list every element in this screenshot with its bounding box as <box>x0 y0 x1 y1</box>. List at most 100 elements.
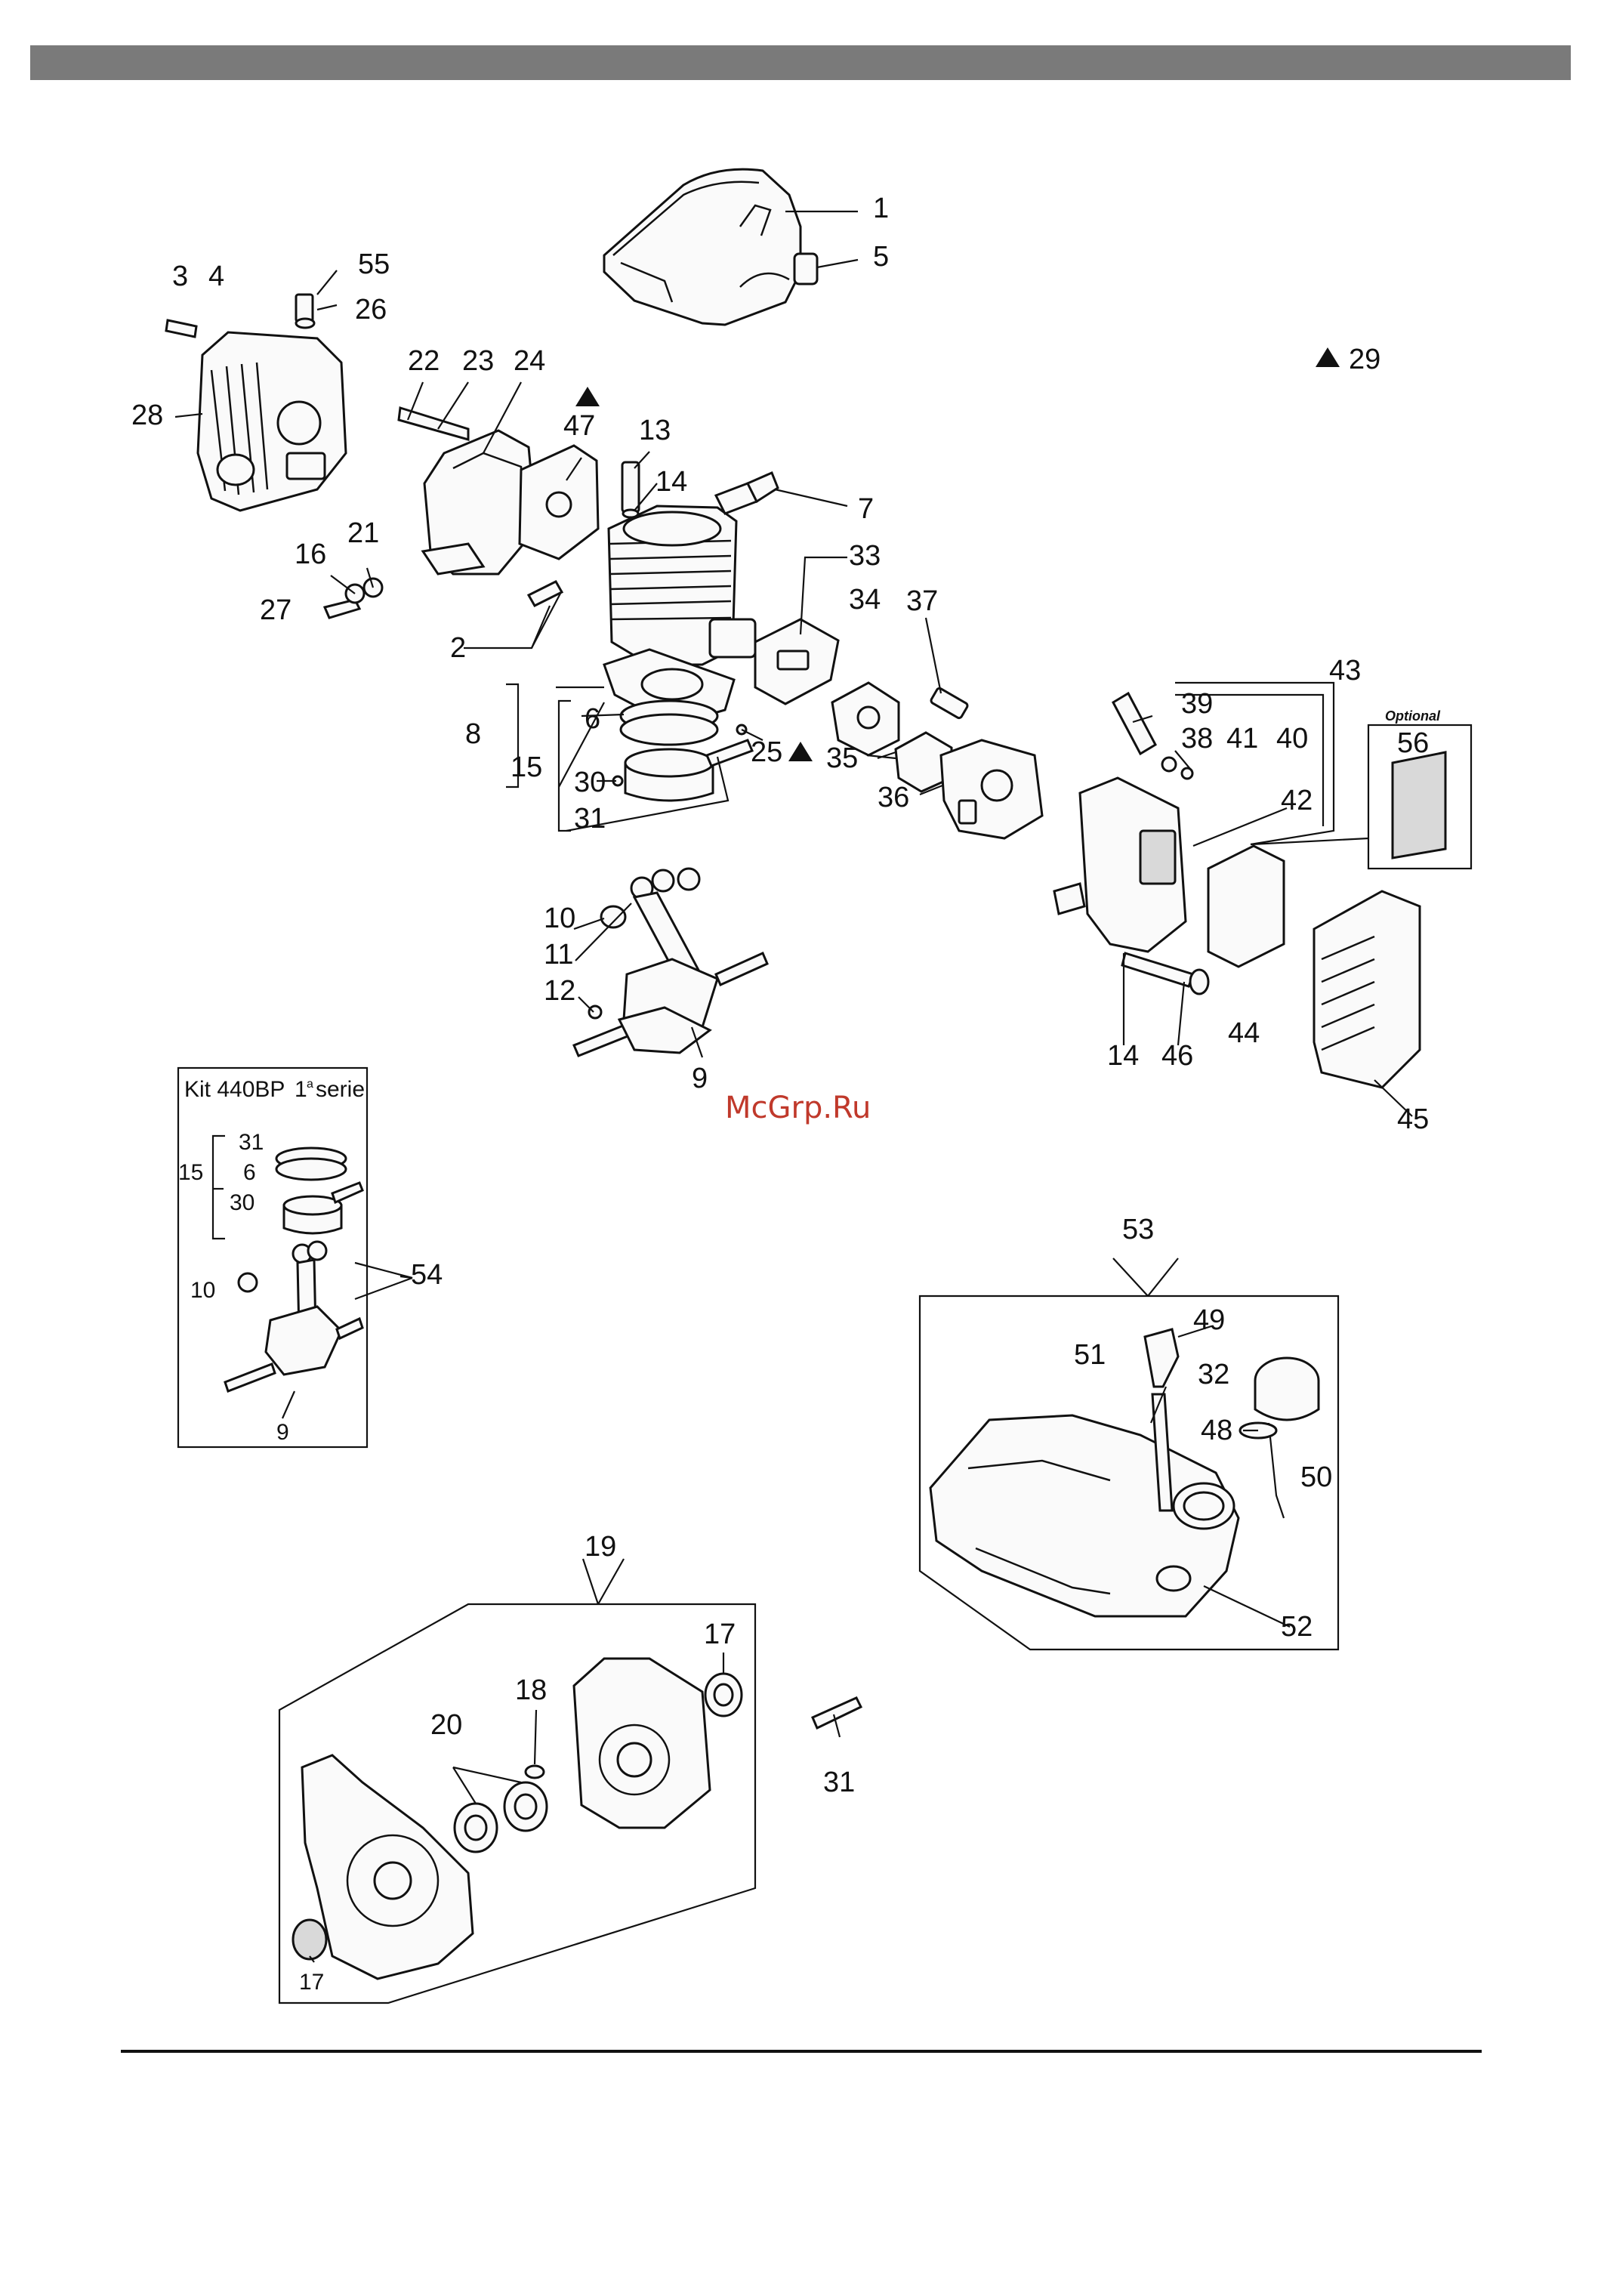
silencer-bolts <box>166 295 314 337</box>
carburetor <box>941 740 1042 838</box>
callout-2: 2 <box>450 632 466 664</box>
watermark: McGrp.Ru <box>725 1091 871 1125</box>
callout-36: 36 <box>878 782 909 813</box>
silencer-housing <box>198 332 346 511</box>
callout-56: 56 <box>1397 727 1429 759</box>
triangle-29 <box>1316 347 1340 367</box>
callout-42: 42 <box>1281 785 1313 816</box>
callout-6: 6 <box>585 703 600 735</box>
callout-26: 26 <box>355 294 387 326</box>
callout-25: 25 <box>751 736 782 768</box>
kit-callout-9: 9 <box>276 1420 289 1445</box>
air-filter-element <box>1208 846 1284 967</box>
callout-13: 13 <box>639 415 671 446</box>
callout-17a: 17 <box>704 1619 736 1650</box>
kit-series-sup: a <box>307 1078 313 1091</box>
callout-22: 22 <box>408 345 440 377</box>
callout-31b: 31 <box>823 1767 855 1798</box>
engine-cover <box>604 169 817 325</box>
kit-series-num: 1 <box>295 1077 307 1102</box>
fuel-filter <box>1145 1329 1178 1387</box>
callout-19: 19 <box>585 1531 616 1563</box>
callout-12: 12 <box>544 975 575 1007</box>
callout-17b: 17 <box>299 1970 324 1995</box>
dowel-18 <box>526 1766 544 1778</box>
bolt-2 <box>529 582 562 606</box>
muffler-bracket <box>399 408 536 574</box>
callout-16: 16 <box>295 539 326 570</box>
kit-title: Kit 440BP <box>184 1077 285 1102</box>
choke-lever <box>1113 693 1155 754</box>
callout-14b: 14 <box>1107 1040 1139 1072</box>
callout-21: 21 <box>347 517 379 549</box>
callout-18: 18 <box>515 1674 547 1706</box>
callout-3: 3 <box>172 261 188 292</box>
callout-45: 45 <box>1397 1103 1429 1135</box>
callout-23: 23 <box>462 345 494 377</box>
callout-37: 37 <box>906 585 938 617</box>
callout-5: 5 <box>873 241 889 273</box>
stud-13 <box>622 462 639 512</box>
callout-46: 46 <box>1161 1040 1193 1072</box>
callout-4: 4 <box>208 261 224 292</box>
callout-31: 31 <box>574 803 606 835</box>
triangle-47 <box>575 387 600 406</box>
callout-8: 8 <box>465 718 481 750</box>
crankcase-left <box>293 1755 473 1979</box>
kit-crankshaft <box>225 1242 362 1391</box>
callout-28: 28 <box>131 400 163 431</box>
callout-30: 30 <box>574 767 606 798</box>
air-filter-base <box>1054 778 1186 952</box>
callout-24: 24 <box>514 345 545 377</box>
spark-plug <box>716 473 778 514</box>
callout-48: 48 <box>1201 1415 1232 1446</box>
callout-32: 32 <box>1198 1359 1229 1390</box>
callout-20: 20 <box>430 1709 462 1741</box>
callout-9: 9 <box>692 1063 708 1094</box>
callout-10: 10 <box>544 903 575 934</box>
callout-47: 47 <box>563 410 595 442</box>
callout-50: 50 <box>1300 1461 1332 1493</box>
crankshaft <box>574 869 767 1056</box>
callout-43: 43 <box>1329 655 1361 687</box>
cylinder <box>609 506 755 665</box>
bolt-37 <box>930 687 969 719</box>
callout-41: 41 <box>1226 723 1258 755</box>
triangle-25 <box>788 742 813 761</box>
callout-29: 29 <box>1349 344 1380 375</box>
callout-34: 34 <box>849 584 881 616</box>
kit-callout-31: 31 <box>239 1130 264 1155</box>
air-filter-cover <box>1314 891 1420 1088</box>
header-bar <box>30 45 1571 80</box>
callout-39: 39 <box>1181 688 1213 720</box>
callout-11: 11 <box>544 939 573 971</box>
callout-52: 52 <box>1281 1611 1313 1643</box>
kit-callout-10: 10 <box>190 1278 215 1303</box>
callout-44: 44 <box>1228 1017 1260 1049</box>
kit-series-word: serie <box>316 1077 365 1102</box>
callout-55: 55 <box>358 248 390 280</box>
callout-14: 14 <box>656 466 687 498</box>
callout-33: 33 <box>849 540 881 572</box>
callout-49: 49 <box>1193 1304 1225 1336</box>
bolt-27 <box>325 579 382 618</box>
callout-27: 27 <box>260 594 292 626</box>
callout-15: 15 <box>511 751 542 783</box>
callout-51: 51 <box>1074 1339 1106 1371</box>
kit-box <box>178 1068 367 1447</box>
bolt-46 <box>1122 953 1193 986</box>
callout-53: 53 <box>1122 1214 1154 1245</box>
callout-35: 35 <box>826 742 858 774</box>
callout-1: 1 <box>873 193 889 224</box>
crankcase-right <box>574 1659 710 1828</box>
optional-filter <box>1393 752 1445 858</box>
callout-38: 38 <box>1181 723 1213 755</box>
callout-40: 40 <box>1276 723 1308 755</box>
kit-piston <box>276 1148 362 1233</box>
kit-callout-6: 6 <box>243 1160 256 1185</box>
callout-7: 7 <box>858 493 874 525</box>
optional-label: Optional <box>1385 708 1441 724</box>
kit-callout-30: 30 <box>230 1190 254 1215</box>
callout-54: 54 <box>411 1259 443 1291</box>
